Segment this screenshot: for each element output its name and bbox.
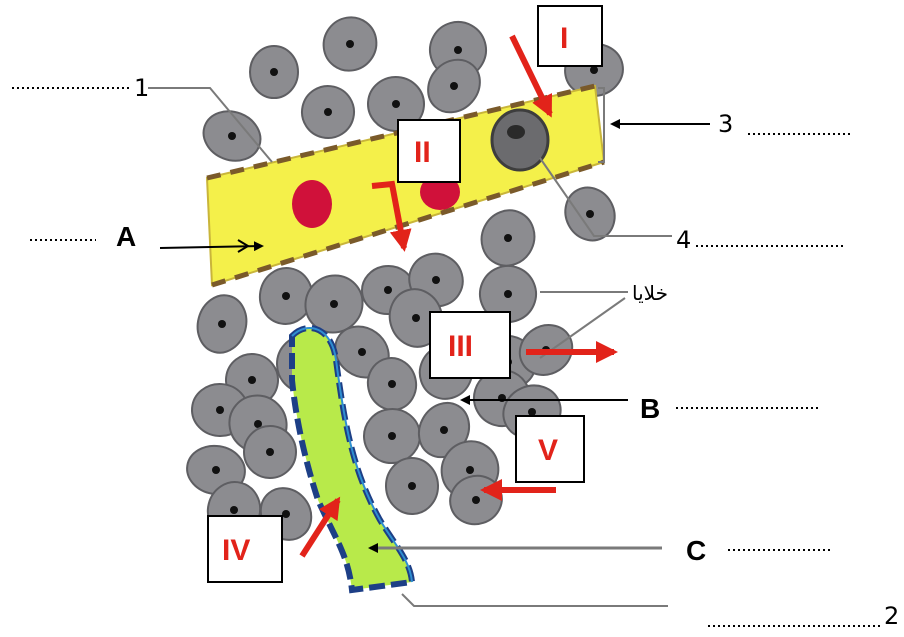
cell-nucleus <box>408 482 416 490</box>
label-C: C <box>686 535 706 566</box>
cell-nucleus <box>504 234 512 242</box>
cell-nucleus <box>324 108 332 116</box>
svg-text:V: V <box>538 434 558 467</box>
label-A: A <box>116 221 136 252</box>
cell-nucleus <box>248 376 256 384</box>
roman-label-III: III <box>430 312 510 378</box>
cell-nucleus <box>230 506 238 514</box>
cell-nucleus <box>412 314 420 322</box>
cell-nucleus <box>472 496 480 504</box>
cell-nucleus <box>266 448 274 456</box>
cell-nucleus <box>388 380 396 388</box>
cell-nucleus <box>590 66 598 74</box>
cell-nucleus <box>346 40 354 48</box>
label-4: 4 <box>676 226 691 254</box>
label-1: 1 <box>134 74 149 102</box>
cell-nucleus <box>454 46 462 54</box>
label-cells-arabic: خلايا <box>632 281 668 305</box>
cell-nucleus <box>228 132 236 140</box>
roman-label-IV: IV <box>208 516 282 582</box>
cell-nucleus <box>218 320 226 328</box>
cell-nucleus <box>216 406 224 414</box>
cell-nucleus <box>392 100 400 108</box>
roman-label-I: I <box>538 6 602 66</box>
cell-nucleus <box>388 432 396 440</box>
leader-2 <box>402 594 668 606</box>
cell-nucleus <box>282 510 290 518</box>
cell-nucleus <box>384 286 392 294</box>
cell-nucleus <box>282 292 290 300</box>
svg-text:IV: IV <box>222 534 250 567</box>
label-3: 3 <box>718 110 733 138</box>
cell-nucleus <box>212 466 220 474</box>
cell-nucleus <box>330 300 338 308</box>
roman-label-II: II <box>398 120 460 182</box>
cell-nucleus <box>466 466 474 474</box>
cell-nucleus <box>528 408 536 416</box>
cell-nucleus <box>586 210 594 218</box>
cell-nucleus <box>270 68 278 76</box>
label-2: 2 <box>884 602 899 630</box>
svg-text:III: III <box>448 330 473 363</box>
cell-nucleus <box>504 290 512 298</box>
cell-nucleus <box>432 276 440 284</box>
cell-nucleus <box>440 426 448 434</box>
svg-text:II: II <box>414 136 431 169</box>
cell-nucleus <box>358 348 366 356</box>
label-B: B <box>640 393 660 424</box>
red-blood-cell <box>292 180 332 228</box>
white-blood-cell <box>492 110 548 170</box>
svg-text:I: I <box>560 22 568 55</box>
cell-nucleus <box>450 82 458 90</box>
roman-label-V: V <box>516 416 584 482</box>
